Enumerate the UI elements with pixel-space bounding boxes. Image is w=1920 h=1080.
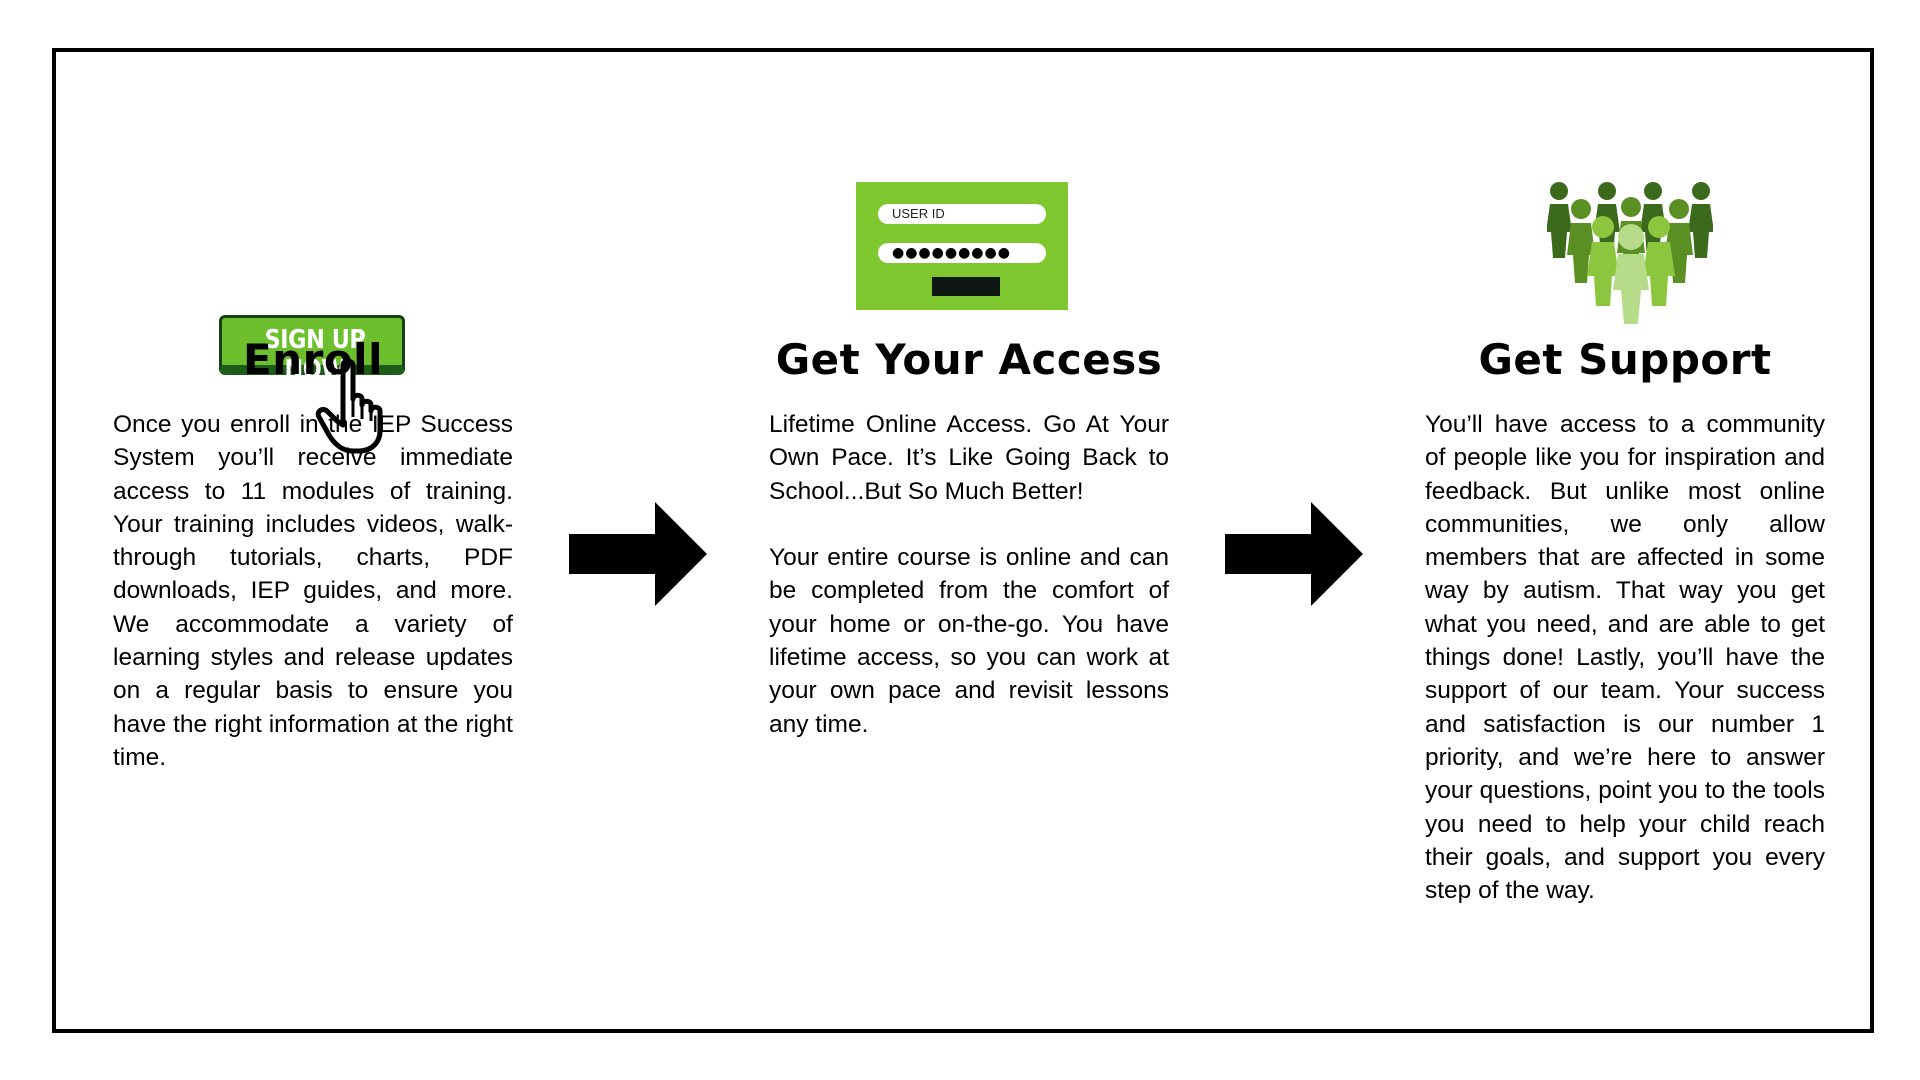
login-form-icon: USER ID ●●●●●●●●● <box>856 182 1068 310</box>
people-center-figure <box>1613 224 1649 324</box>
access-icon-area: USER ID ●●●●●●●●● <box>769 182 1169 327</box>
step-title-support: Get Support <box>1478 335 1772 384</box>
right-arrow-icon <box>1225 502 1363 606</box>
step-title-access: Get Your Access <box>775 335 1163 384</box>
step-body-support: You’ll have access to a community of peo… <box>1425 411 1825 905</box>
step-body-enroll: Once you enroll in the IEP Success Syste… <box>113 411 513 771</box>
sign-up-button-icon: SIGN UP NOW <box>219 315 409 454</box>
people-front-row <box>1587 216 1675 306</box>
sign-up-button-graphic: SIGN UP NOW <box>219 315 405 385</box>
login-password-field-graphic: ●●●●●●●●● <box>878 243 1046 263</box>
support-icon-area <box>1425 182 1825 327</box>
enroll-icon-area: SIGN UP NOW <box>113 182 513 454</box>
community-people-icon <box>1547 182 1713 324</box>
login-button-graphic <box>932 277 1000 296</box>
step-body-access: Lifetime Online Access. Go At Your Own P… <box>769 411 1169 738</box>
sign-up-label: SIGN UP NOW <box>264 325 366 385</box>
login-user-field-graphic: USER ID <box>878 204 1046 224</box>
step-title-enroll: Enroll <box>243 335 383 384</box>
steps-frame: SIGN UP NOW Enroll Once you enroll in th… <box>52 48 1874 1033</box>
right-arrow-icon <box>569 502 707 606</box>
pointer-hand-icon <box>315 359 383 454</box>
